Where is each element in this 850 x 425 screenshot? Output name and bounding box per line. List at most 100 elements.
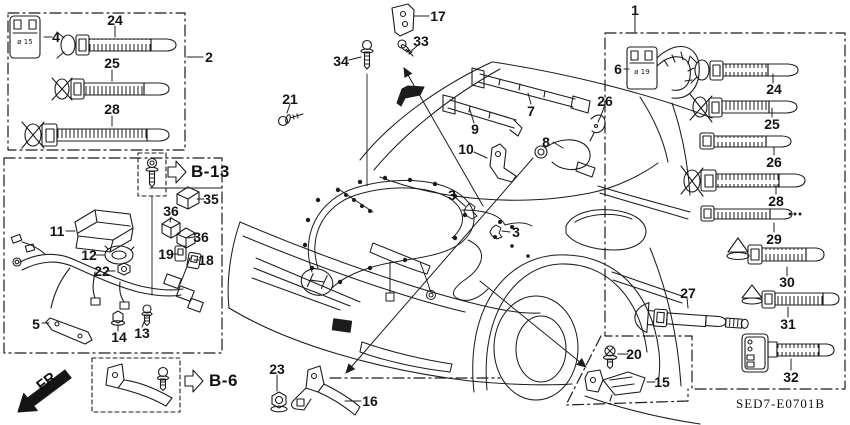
callout-20[interactable]: 20 [626, 346, 642, 362]
callout-9[interactable]: 9 [471, 121, 479, 137]
part-20-bolt [602, 345, 618, 370]
part-35-relay [176, 186, 200, 210]
callout-11[interactable]: 11 [49, 223, 65, 239]
part-33-bolt [397, 39, 414, 57]
part-6-clip [626, 45, 700, 99]
part-26-hook [589, 114, 606, 142]
part-23-nut [270, 391, 288, 413]
callout-13[interactable]: 13 [134, 325, 150, 341]
callout-25[interactable]: 25 [104, 55, 120, 71]
grille-bars [251, 257, 361, 311]
tie-26-right [699, 132, 792, 150]
callout-17[interactable]: 17 [430, 8, 446, 24]
callout-28[interactable]: 28 [768, 193, 784, 209]
callout-12[interactable]: 12 [81, 247, 97, 263]
callout-24[interactable]: 24 [766, 81, 782, 97]
callout-22[interactable]: 22 [94, 263, 110, 279]
ref-label-b6[interactable]: B-6 [209, 371, 238, 390]
tie-25-left [51, 77, 170, 101]
tie-32-right [741, 333, 835, 373]
engine-harness [302, 175, 533, 302]
clip-3a [463, 202, 478, 220]
sub-harness-wires [10, 233, 204, 313]
tie-31-right [741, 284, 840, 309]
box-sub-harness [3, 157, 223, 354]
headlight [369, 242, 431, 275]
callout-23[interactable]: 23 [269, 361, 285, 377]
callout-32[interactable]: 32 [783, 369, 799, 385]
callout-2[interactable]: 2 [205, 49, 213, 65]
part-12-grommet [104, 245, 135, 265]
part-7-cover [471, 67, 591, 114]
h-emblem [300, 268, 334, 296]
callout-5[interactable]: 5 [32, 316, 40, 332]
part-8-bracket [534, 139, 596, 178]
callout-34[interactable]: 34 [333, 53, 349, 69]
part-34-bolt [360, 39, 374, 187]
callout-10[interactable]: 10 [458, 141, 474, 157]
callout-15[interactable]: 15 [654, 374, 670, 390]
part-21-bolt [277, 113, 304, 127]
b6-ref [91, 357, 204, 413]
callout-36[interactable]: 36 [193, 229, 209, 245]
part-17-bracket [391, 3, 415, 37]
callout-31[interactable]: 31 [780, 316, 796, 332]
callout-8[interactable]: 8 [542, 134, 550, 150]
callout-36[interactable]: 36 [163, 203, 179, 219]
callout-7[interactable]: 7 [527, 103, 535, 119]
callout-30[interactable]: 30 [779, 274, 795, 290]
callout-18[interactable]: 18 [198, 252, 214, 268]
callout-6[interactable]: 6 [614, 61, 622, 77]
callout-25[interactable]: 25 [764, 116, 780, 132]
part-16-bracket [291, 365, 361, 416]
group-boxes [3, 12, 846, 406]
tie-28-right [680, 165, 806, 197]
callout-26[interactable]: 26 [597, 93, 613, 109]
callout-19[interactable]: 19 [158, 246, 174, 262]
callout-28[interactable]: 28 [104, 101, 120, 117]
callout-27[interactable]: 27 [680, 285, 696, 301]
harness-connectors [302, 175, 530, 285]
front-wheel [493, 295, 579, 401]
b13-arrow-icon [167, 160, 187, 184]
b6-arrow-icon [184, 369, 204, 393]
b13-ref [137, 152, 187, 296]
side-mirror [565, 209, 647, 251]
part-10-bracket [489, 143, 517, 183]
part-4-clip [9, 15, 41, 59]
tie-29-right [700, 205, 802, 222]
diagram-code: SED7-E0701B [736, 396, 825, 411]
callout-35[interactable]: 35 [203, 191, 219, 207]
callout-1[interactable]: 1 [631, 2, 639, 18]
callout-3[interactable]: 3 [448, 187, 456, 203]
ref-label-b13[interactable]: B-13 [191, 162, 230, 181]
part-9-cover [442, 94, 523, 137]
clip-3b [489, 224, 503, 240]
callout-21[interactable]: 21 [282, 91, 298, 107]
part-22-nut [117, 262, 131, 276]
clip-6-size-label: ø 19 [634, 68, 650, 76]
callout-3[interactable]: 3 [512, 224, 520, 240]
callout-29[interactable]: 29 [766, 231, 782, 247]
callout-24[interactable]: 24 [107, 12, 123, 28]
callout-16[interactable]: 16 [362, 393, 378, 409]
part-11-cover [74, 209, 134, 253]
tie-30-right [726, 237, 825, 265]
pointer-arrows [345, 67, 587, 374]
part-5-bracket [45, 317, 93, 345]
leader-lines [41, 14, 792, 402]
license-garnish [331, 318, 353, 333]
callout-4[interactable]: 4 [52, 29, 60, 45]
box-clip-kit [7, 12, 186, 151]
fr-arrow-icon [17, 369, 72, 413]
tie-25-right [689, 93, 798, 123]
callout-33[interactable]: 33 [413, 33, 429, 49]
callout-26[interactable]: 26 [766, 154, 782, 170]
callout-14[interactable]: 14 [111, 329, 127, 345]
part-15-bracket [584, 369, 646, 402]
fog-slot [359, 341, 453, 373]
tie-24-left [56, 31, 177, 59]
